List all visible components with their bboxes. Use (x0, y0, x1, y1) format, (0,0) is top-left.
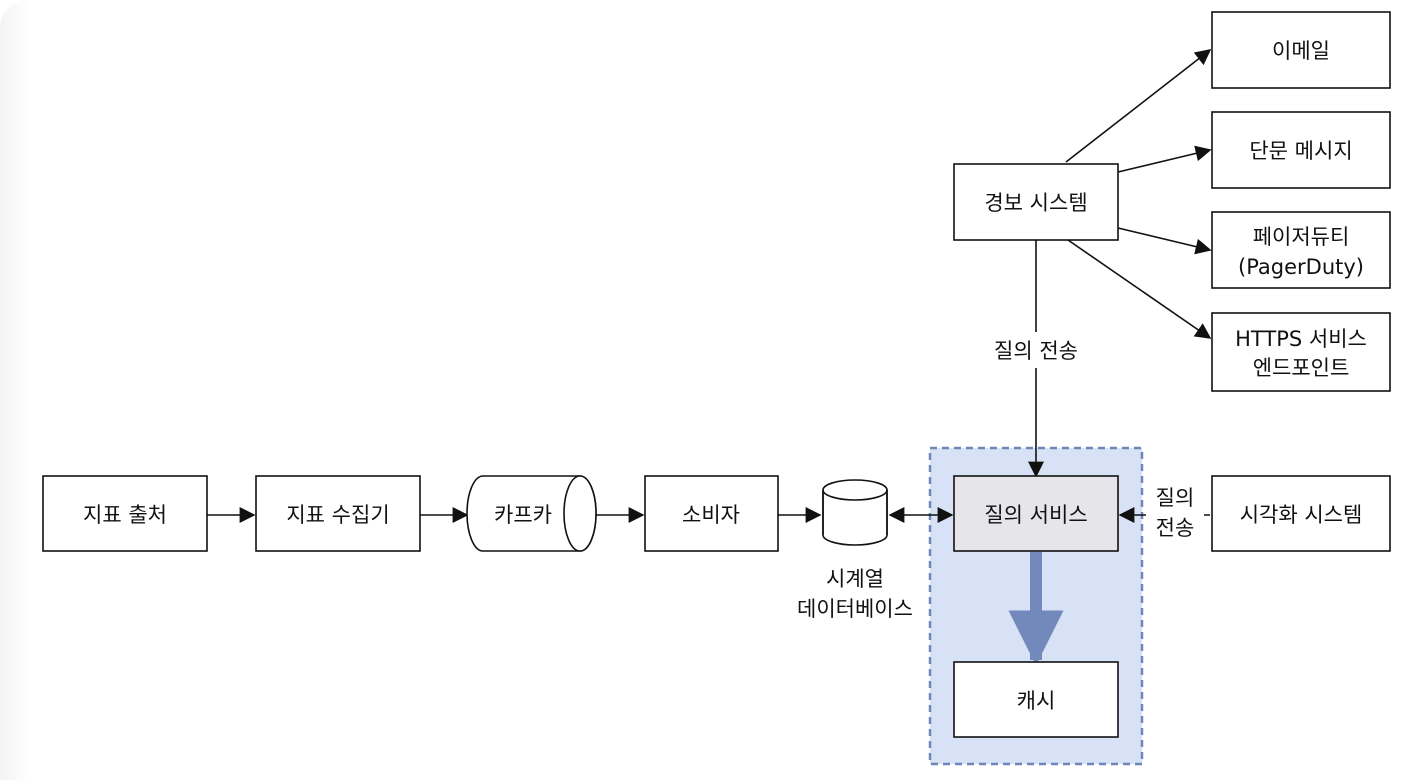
kafka-label: 카프카 (494, 503, 552, 527)
consumer-box (644, 475, 779, 552)
email-label: 이메일 (1272, 39, 1330, 63)
edge-alert-to-pagerduty (1117, 227, 1212, 255)
viz-query-label-bg (1146, 486, 1204, 544)
edge-alert-to-sms (1117, 145, 1212, 173)
tsdb-label-line1: 시계열 (826, 567, 884, 591)
visualization-label: 시각화 시스템 (1240, 503, 1363, 527)
tsdb-cylinder (822, 479, 888, 546)
pagerduty-label-line2: (PagerDuty) (1238, 255, 1364, 279)
email-box (1211, 11, 1391, 89)
pagerduty-label-line1: 페이저듀티 (1253, 225, 1350, 249)
edge-alert-to-email (1065, 49, 1212, 163)
query-service-label: 질의 서비스 (984, 503, 1087, 527)
sms-box (1211, 111, 1391, 189)
https-endpoint-box (1211, 312, 1391, 392)
alert-query-label-bg (975, 332, 1097, 368)
pagerduty-box (1211, 211, 1391, 289)
https-label-line1: HTTPS 서비스 (1235, 327, 1367, 351)
metric-source-box (42, 475, 208, 552)
tsdb-label-line2: 데이터베이스 (797, 597, 913, 621)
metric-collector-label: 지표 수집기 (286, 503, 389, 527)
metric-source-label: 지표 출처 (83, 503, 167, 527)
cache-label: 캐시 (1017, 689, 1056, 713)
alert-system-box (953, 163, 1119, 241)
cache-box (953, 661, 1119, 738)
edge-alert-to-https (1067, 239, 1212, 339)
viz-query-edge-label-line2: 전송 (1156, 516, 1195, 540)
sms-label: 단문 메시지 (1249, 139, 1352, 163)
query-service-box (953, 475, 1119, 552)
alert-system-label: 경보 시스템 (984, 191, 1087, 215)
viz-query-edge-label-line1: 질의 (1156, 486, 1195, 510)
https-label-line2: 엔드포인트 (1253, 356, 1350, 380)
kafka-cylinder (466, 475, 597, 552)
visualization-box (1211, 475, 1391, 552)
alert-query-edge-label: 질의 전송 (994, 339, 1078, 363)
metric-collector-box (255, 475, 421, 552)
consumer-label: 소비자 (682, 503, 740, 527)
